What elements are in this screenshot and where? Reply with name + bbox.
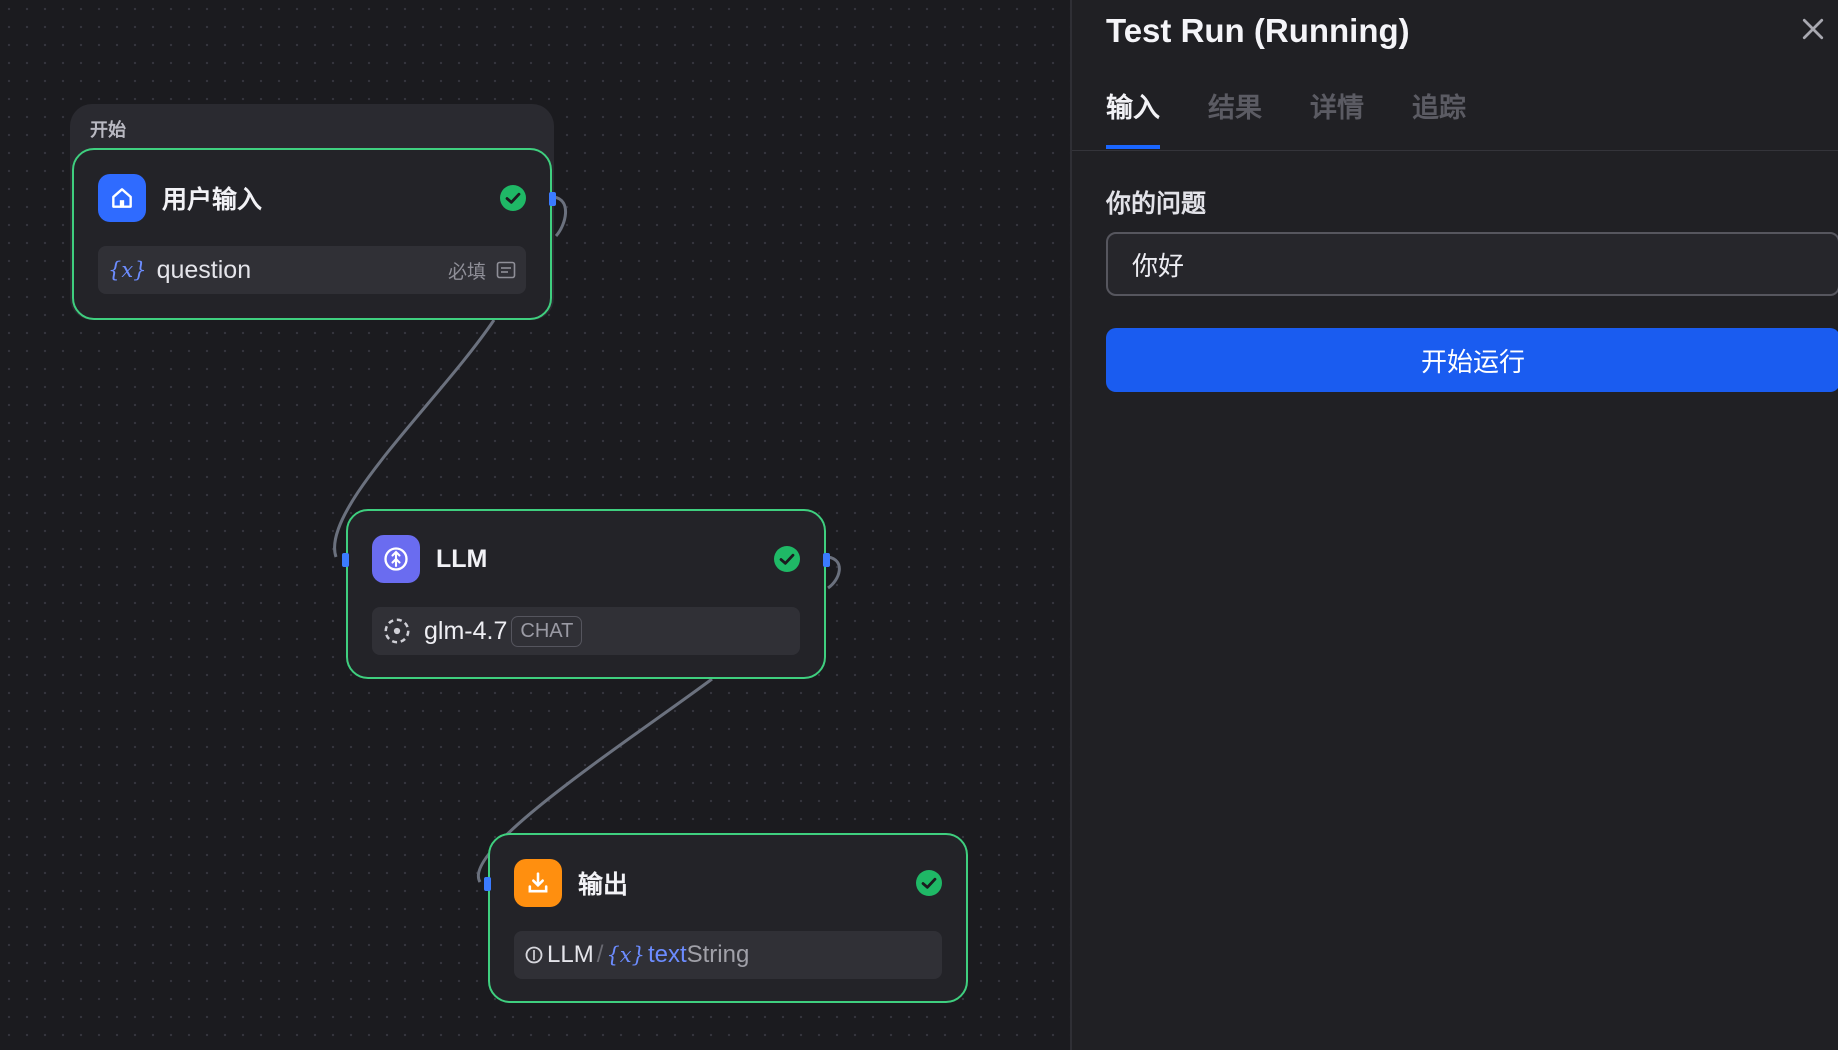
check-circle-icon: [774, 546, 800, 572]
model-name: glm-4.7: [424, 616, 508, 645]
home-icon: [98, 174, 146, 222]
tabs-divider: [1072, 150, 1838, 151]
panel-title: Test Run (Running): [1106, 12, 1410, 49]
variable-icon: {x}: [606, 943, 645, 967]
model-row[interactable]: glm-4.7 CHAT: [372, 607, 800, 655]
panel-tabs: 输入 结果 详情 追踪: [1106, 86, 1514, 149]
close-icon[interactable]: [1798, 14, 1828, 44]
tab-result[interactable]: 结果: [1208, 93, 1262, 123]
output-icon: [514, 859, 562, 907]
model-provider-icon: [384, 618, 410, 644]
check-circle-icon: [916, 870, 942, 896]
input-port[interactable]: [484, 877, 491, 891]
source-node-name: LLM: [547, 941, 594, 968]
tab-detail[interactable]: 详情: [1310, 93, 1364, 123]
group-title: 开始: [90, 120, 126, 140]
node-title: 用户输入: [162, 186, 263, 214]
tab-trace[interactable]: 追踪: [1412, 93, 1466, 123]
variable-name: question: [156, 255, 252, 284]
path-separator: /: [596, 941, 604, 968]
node-output[interactable]: 输出 LLM / {x} text String: [484, 833, 968, 1003]
model-mode-badge: CHAT: [511, 615, 583, 647]
node-llm[interactable]: LLM glm-4.7 CHAT: [342, 509, 830, 679]
output-port[interactable]: [823, 553, 830, 567]
output-variable-row[interactable]: LLM / {x} text String: [514, 931, 942, 979]
tab-input[interactable]: 输入: [1106, 86, 1160, 149]
variable-name: text: [647, 941, 687, 968]
workflow-canvas[interactable]: 开始 用户输入 {x} question 必填 LLM gl: [0, 0, 1070, 1050]
node-user-input[interactable]: 用户输入 {x} question 必填: [72, 148, 556, 320]
llm-icon: [525, 946, 543, 964]
form-icon[interactable]: [496, 261, 516, 279]
check-circle-icon: [500, 185, 526, 211]
variable-type: String: [686, 941, 750, 968]
output-port[interactable]: [549, 192, 556, 206]
test-run-panel: Test Run (Running) 输入 结果 详情 追踪 你的问题 开始运行: [1070, 0, 1838, 1050]
question-label: 你的问题: [1106, 190, 1207, 218]
required-badge: 必填: [447, 261, 486, 283]
node-title: LLM: [436, 544, 488, 573]
input-port[interactable]: [342, 553, 349, 567]
start-run-button[interactable]: 开始运行: [1106, 328, 1838, 392]
node-title: 输出: [578, 871, 629, 899]
question-input[interactable]: [1106, 232, 1838, 296]
variable-row[interactable]: {x} question 必填: [98, 246, 526, 294]
llm-icon: [372, 535, 420, 583]
variable-icon: {x}: [108, 258, 147, 282]
